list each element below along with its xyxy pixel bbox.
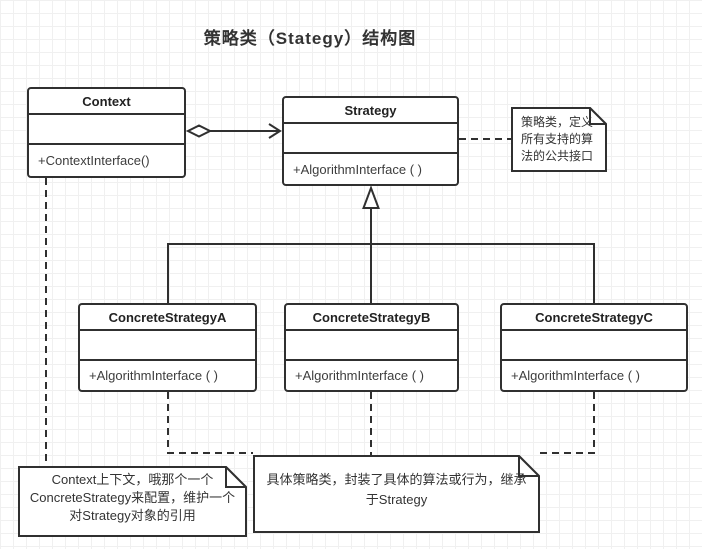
class-context: Context +ContextInterface() (27, 87, 186, 178)
class-concrete-strategy-a-name: ConcreteStrategyA (80, 305, 255, 331)
note-body (18, 466, 247, 537)
note-concrete-text: 具体策略类，封装了具体的算法或行为，继承于Strategy (266, 472, 527, 507)
link-concretec-to-note (540, 392, 595, 454)
note-strategy-text: 策略类，定义所有支持的算法的公共接口 (521, 115, 594, 164)
inheritance-tree (167, 185, 595, 303)
aggregation-context-to-strategy (185, 123, 282, 139)
note-context-text: Context上下文，哦那个一个ConcreteStrategy来配置，维护一个… (29, 472, 236, 523)
class-concrete-strategy-b-operations: +AlgorithmInterface ( ) (295, 368, 424, 383)
note-body (253, 455, 540, 533)
class-concrete-strategy-b-name: ConcreteStrategyB (286, 305, 457, 331)
inheritance-triangle-icon (362, 185, 380, 209)
note-strategy-shape-icon (511, 107, 607, 172)
note-fold-corner-icon (589, 107, 607, 125)
class-concrete-strategy-a-operations: +AlgorithmInterface ( ) (89, 368, 218, 383)
class-concrete-strategy-c-name: ConcreteStrategyC (502, 305, 686, 331)
class-concrete-strategy-b-attributes (286, 331, 457, 361)
note-fold-corner-icon (225, 466, 247, 488)
note-concrete: 具体策略类，封装了具体的算法或行为，继承于Strategy (253, 455, 540, 533)
note-fold-corner-icon (518, 455, 540, 477)
note-body (511, 107, 607, 172)
class-concrete-strategy-c: ConcreteStrategyC +AlgorithmInterface ( … (500, 303, 688, 392)
aggregation-diamond-icon (185, 124, 213, 138)
open-arrowhead-icon (268, 123, 282, 139)
link-concretea-to-note (167, 392, 253, 454)
class-strategy-attributes (284, 124, 457, 154)
class-concrete-strategy-a-attributes (80, 331, 255, 361)
class-strategy: Strategy +AlgorithmInterface ( ) (282, 96, 459, 186)
inheritance-line-ac (167, 243, 595, 303)
note-links (45, 138, 595, 466)
class-strategy-operations: +AlgorithmInterface ( ) (293, 161, 422, 177)
note-concrete-shape-icon (253, 455, 540, 533)
class-concrete-strategy-c-operations: +AlgorithmInterface ( ) (511, 368, 640, 383)
class-concrete-strategy-a: ConcreteStrategyA +AlgorithmInterface ( … (78, 303, 257, 392)
note-context-shape-icon (18, 466, 247, 537)
class-context-operations: +ContextInterface() (38, 153, 150, 168)
note-strategy: 策略类，定义所有支持的算法的公共接口 (511, 107, 607, 172)
class-context-name: Context (29, 89, 184, 115)
class-strategy-name: Strategy (284, 98, 457, 124)
note-context: Context上下文，哦那个一个ConcreteStrategy来配置，维护一个… (18, 466, 247, 537)
class-context-attributes (29, 115, 184, 145)
diagram-title: 策略类（Stategy）结构图 (203, 29, 417, 48)
class-concrete-strategy-c-attributes (502, 331, 686, 361)
class-concrete-strategy-b: ConcreteStrategyB +AlgorithmInterface ( … (284, 303, 459, 392)
